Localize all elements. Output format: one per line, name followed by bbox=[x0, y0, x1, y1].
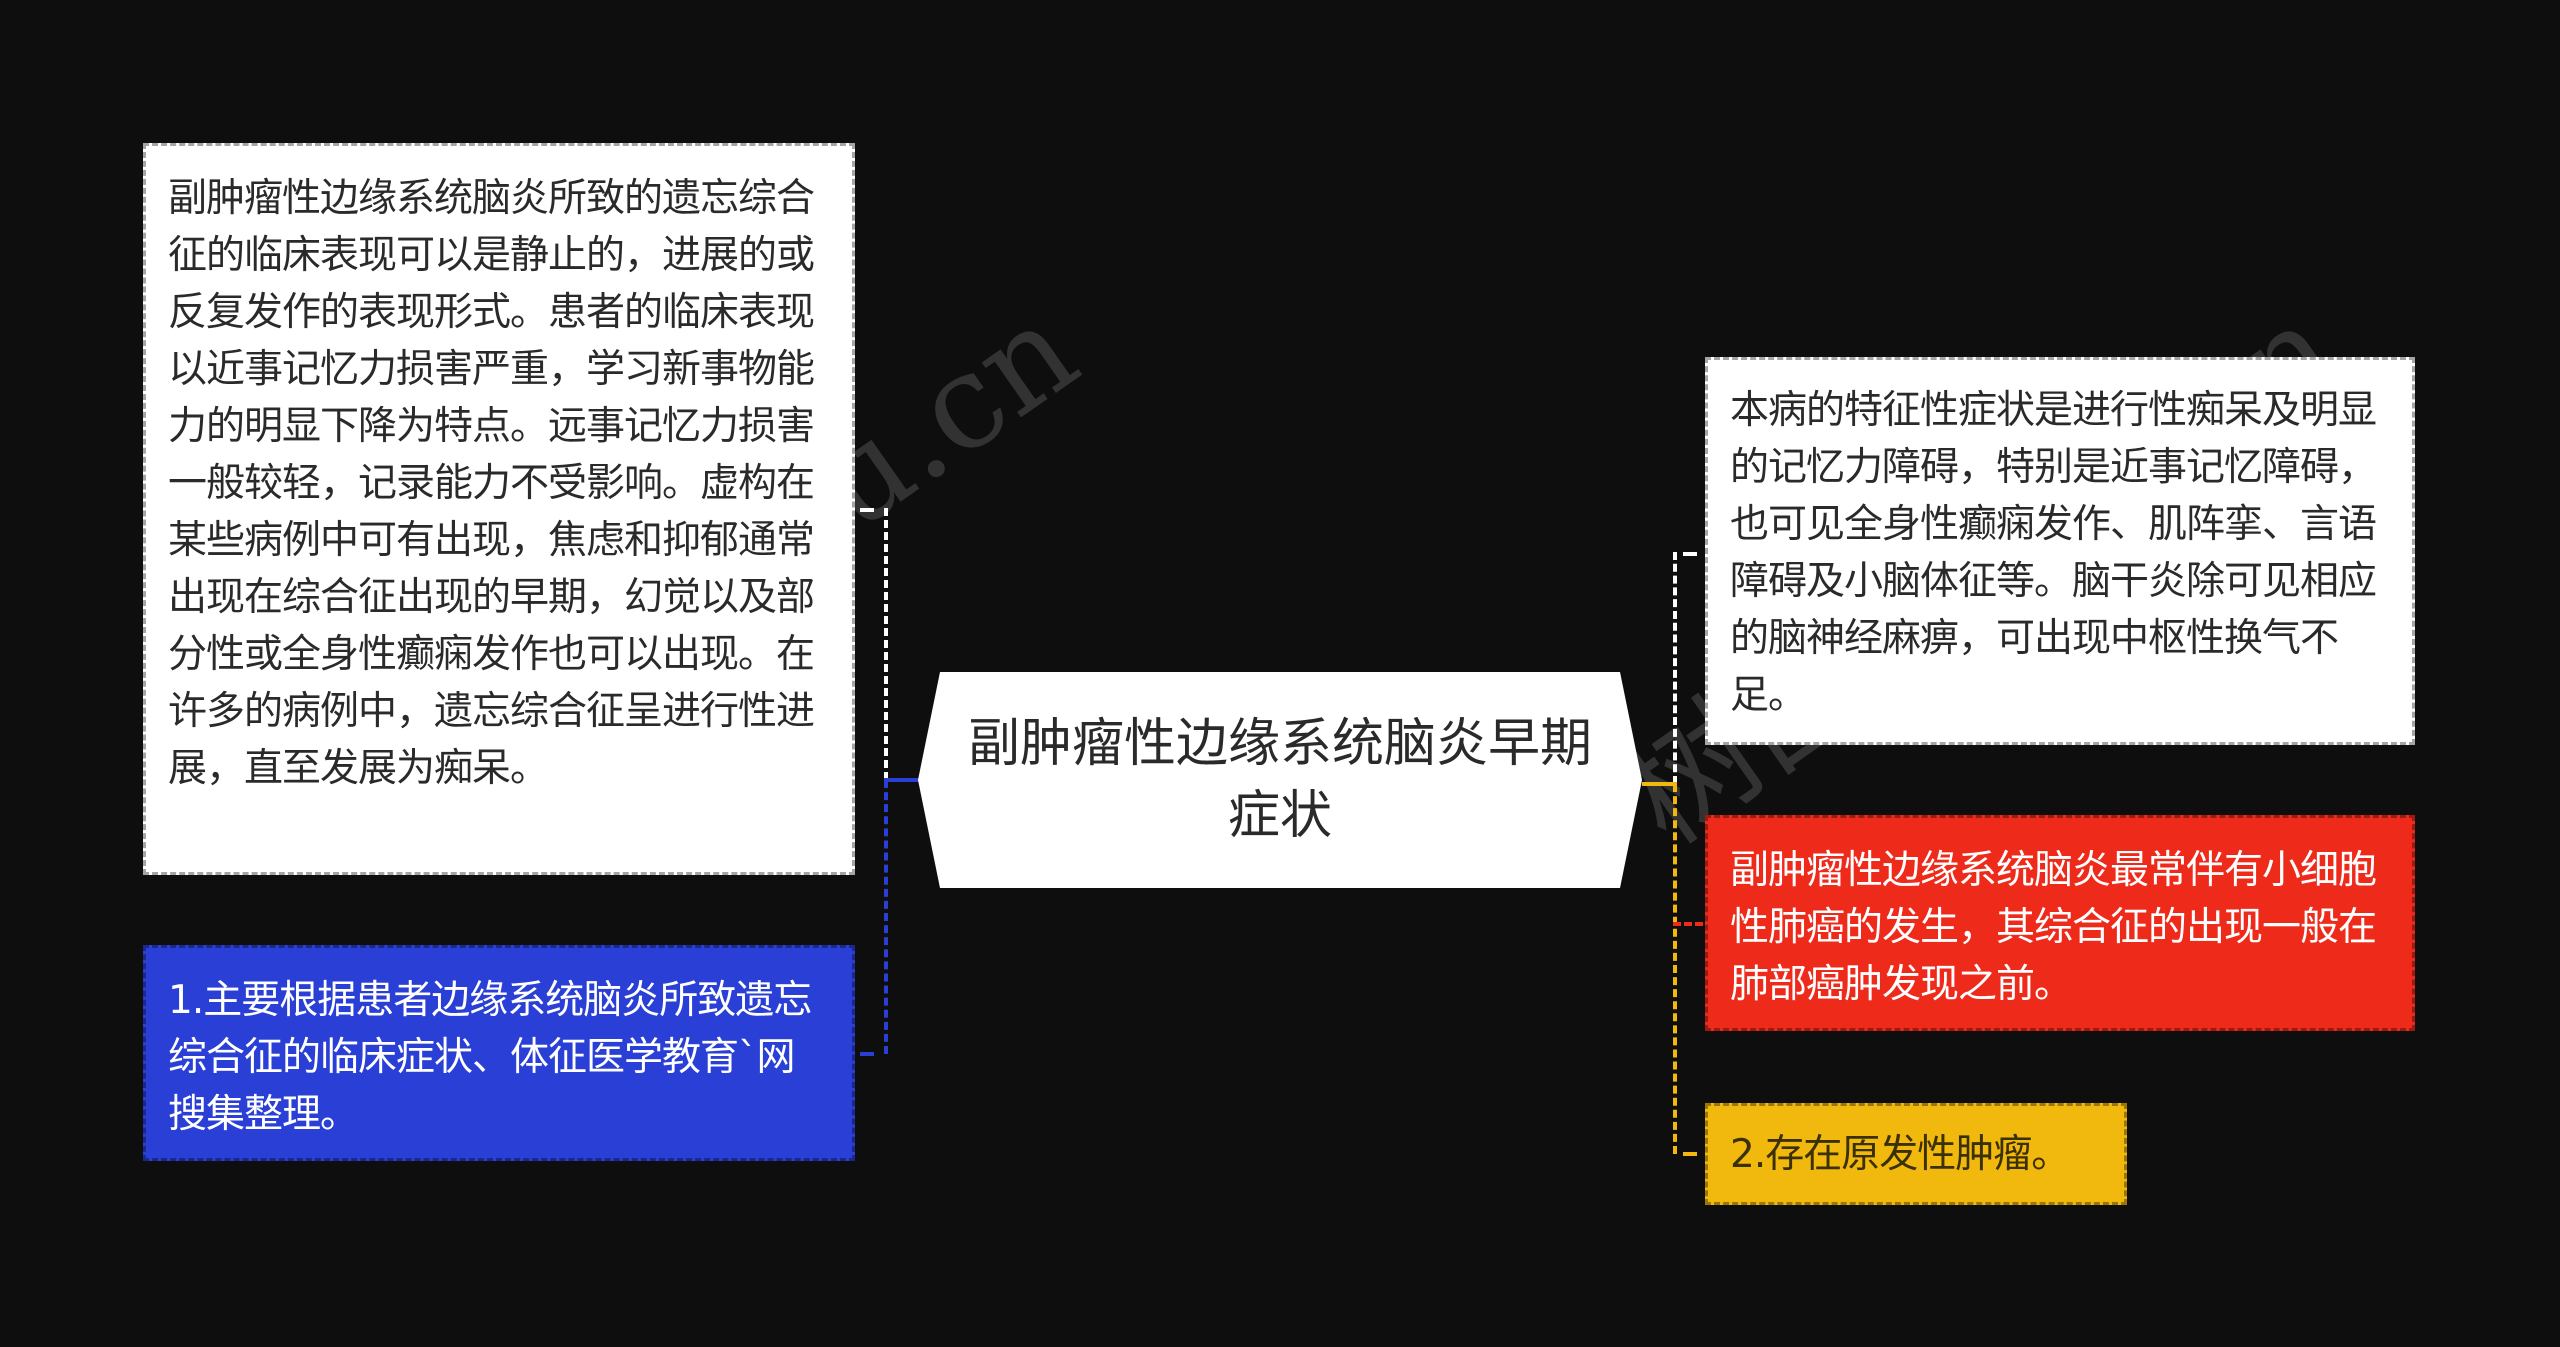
left-node-diagnosis-1-text: 1.主要根据患者边缘系统脑炎所致遗忘综合征的临床症状、体征医学教育`网搜集整理。 bbox=[168, 978, 812, 1137]
connector-right-yellow-stub bbox=[1683, 1152, 1697, 1156]
right-node-diagnosis-2-text: 2.存在原发性肿瘤。 bbox=[1730, 1132, 2070, 1177]
connector-left-bottom-stub bbox=[860, 1052, 874, 1056]
central-topic-label: 副肿瘤性边缘系统脑炎早期症状 bbox=[968, 714, 1593, 846]
right-node-symptoms-text: 本病的特征性症状是进行性痴呆及明显的记忆力障碍，特别是近事记忆障碍，也可见全身性… bbox=[1730, 388, 2377, 718]
right-node-diagnosis-2[interactable]: 2.存在原发性肿瘤。 bbox=[1705, 1103, 2127, 1205]
right-node-lung-cancer-text: 副肿瘤性边缘系统脑炎最常伴有小细胞性肺癌的发生，其综合征的出现一般在肺部癌肿发现… bbox=[1730, 848, 2377, 1007]
left-node-description[interactable]: 副肿瘤性边缘系统脑炎所致的遗忘综合征的临床表现可以是静止的，进展的或反复发作的表… bbox=[143, 143, 855, 875]
connector-left-center bbox=[884, 778, 924, 782]
connector-left-upper bbox=[884, 508, 888, 780]
connector-left-top-stub bbox=[860, 508, 874, 512]
right-node-symptoms[interactable]: 本病的特征性症状是进行性痴呆及明显的记忆力障碍，特别是近事记忆障碍，也可见全身性… bbox=[1705, 357, 2415, 745]
connector-right-top-stub bbox=[1683, 552, 1697, 556]
left-node-description-text: 副肿瘤性边缘系统脑炎所致的遗忘综合征的临床表现可以是静止的，进展的或反复发作的表… bbox=[168, 176, 815, 791]
connector-right-red-stub bbox=[1673, 922, 1703, 926]
central-topic[interactable]: 副肿瘤性边缘系统脑炎早期症状 bbox=[918, 672, 1642, 888]
left-node-diagnosis-1[interactable]: 1.主要根据患者边缘系统脑炎所致遗忘综合征的临床症状、体征医学教育`网搜集整理。 bbox=[143, 945, 855, 1161]
connector-right-upper bbox=[1673, 552, 1677, 784]
connector-left-lower bbox=[884, 780, 888, 1054]
right-node-lung-cancer[interactable]: 副肿瘤性边缘系统脑炎最常伴有小细胞性肺癌的发生，其综合征的出现一般在肺部癌肿发现… bbox=[1705, 815, 2415, 1031]
connector-right-lower bbox=[1673, 784, 1677, 1154]
connector-right-center bbox=[1642, 782, 1677, 786]
